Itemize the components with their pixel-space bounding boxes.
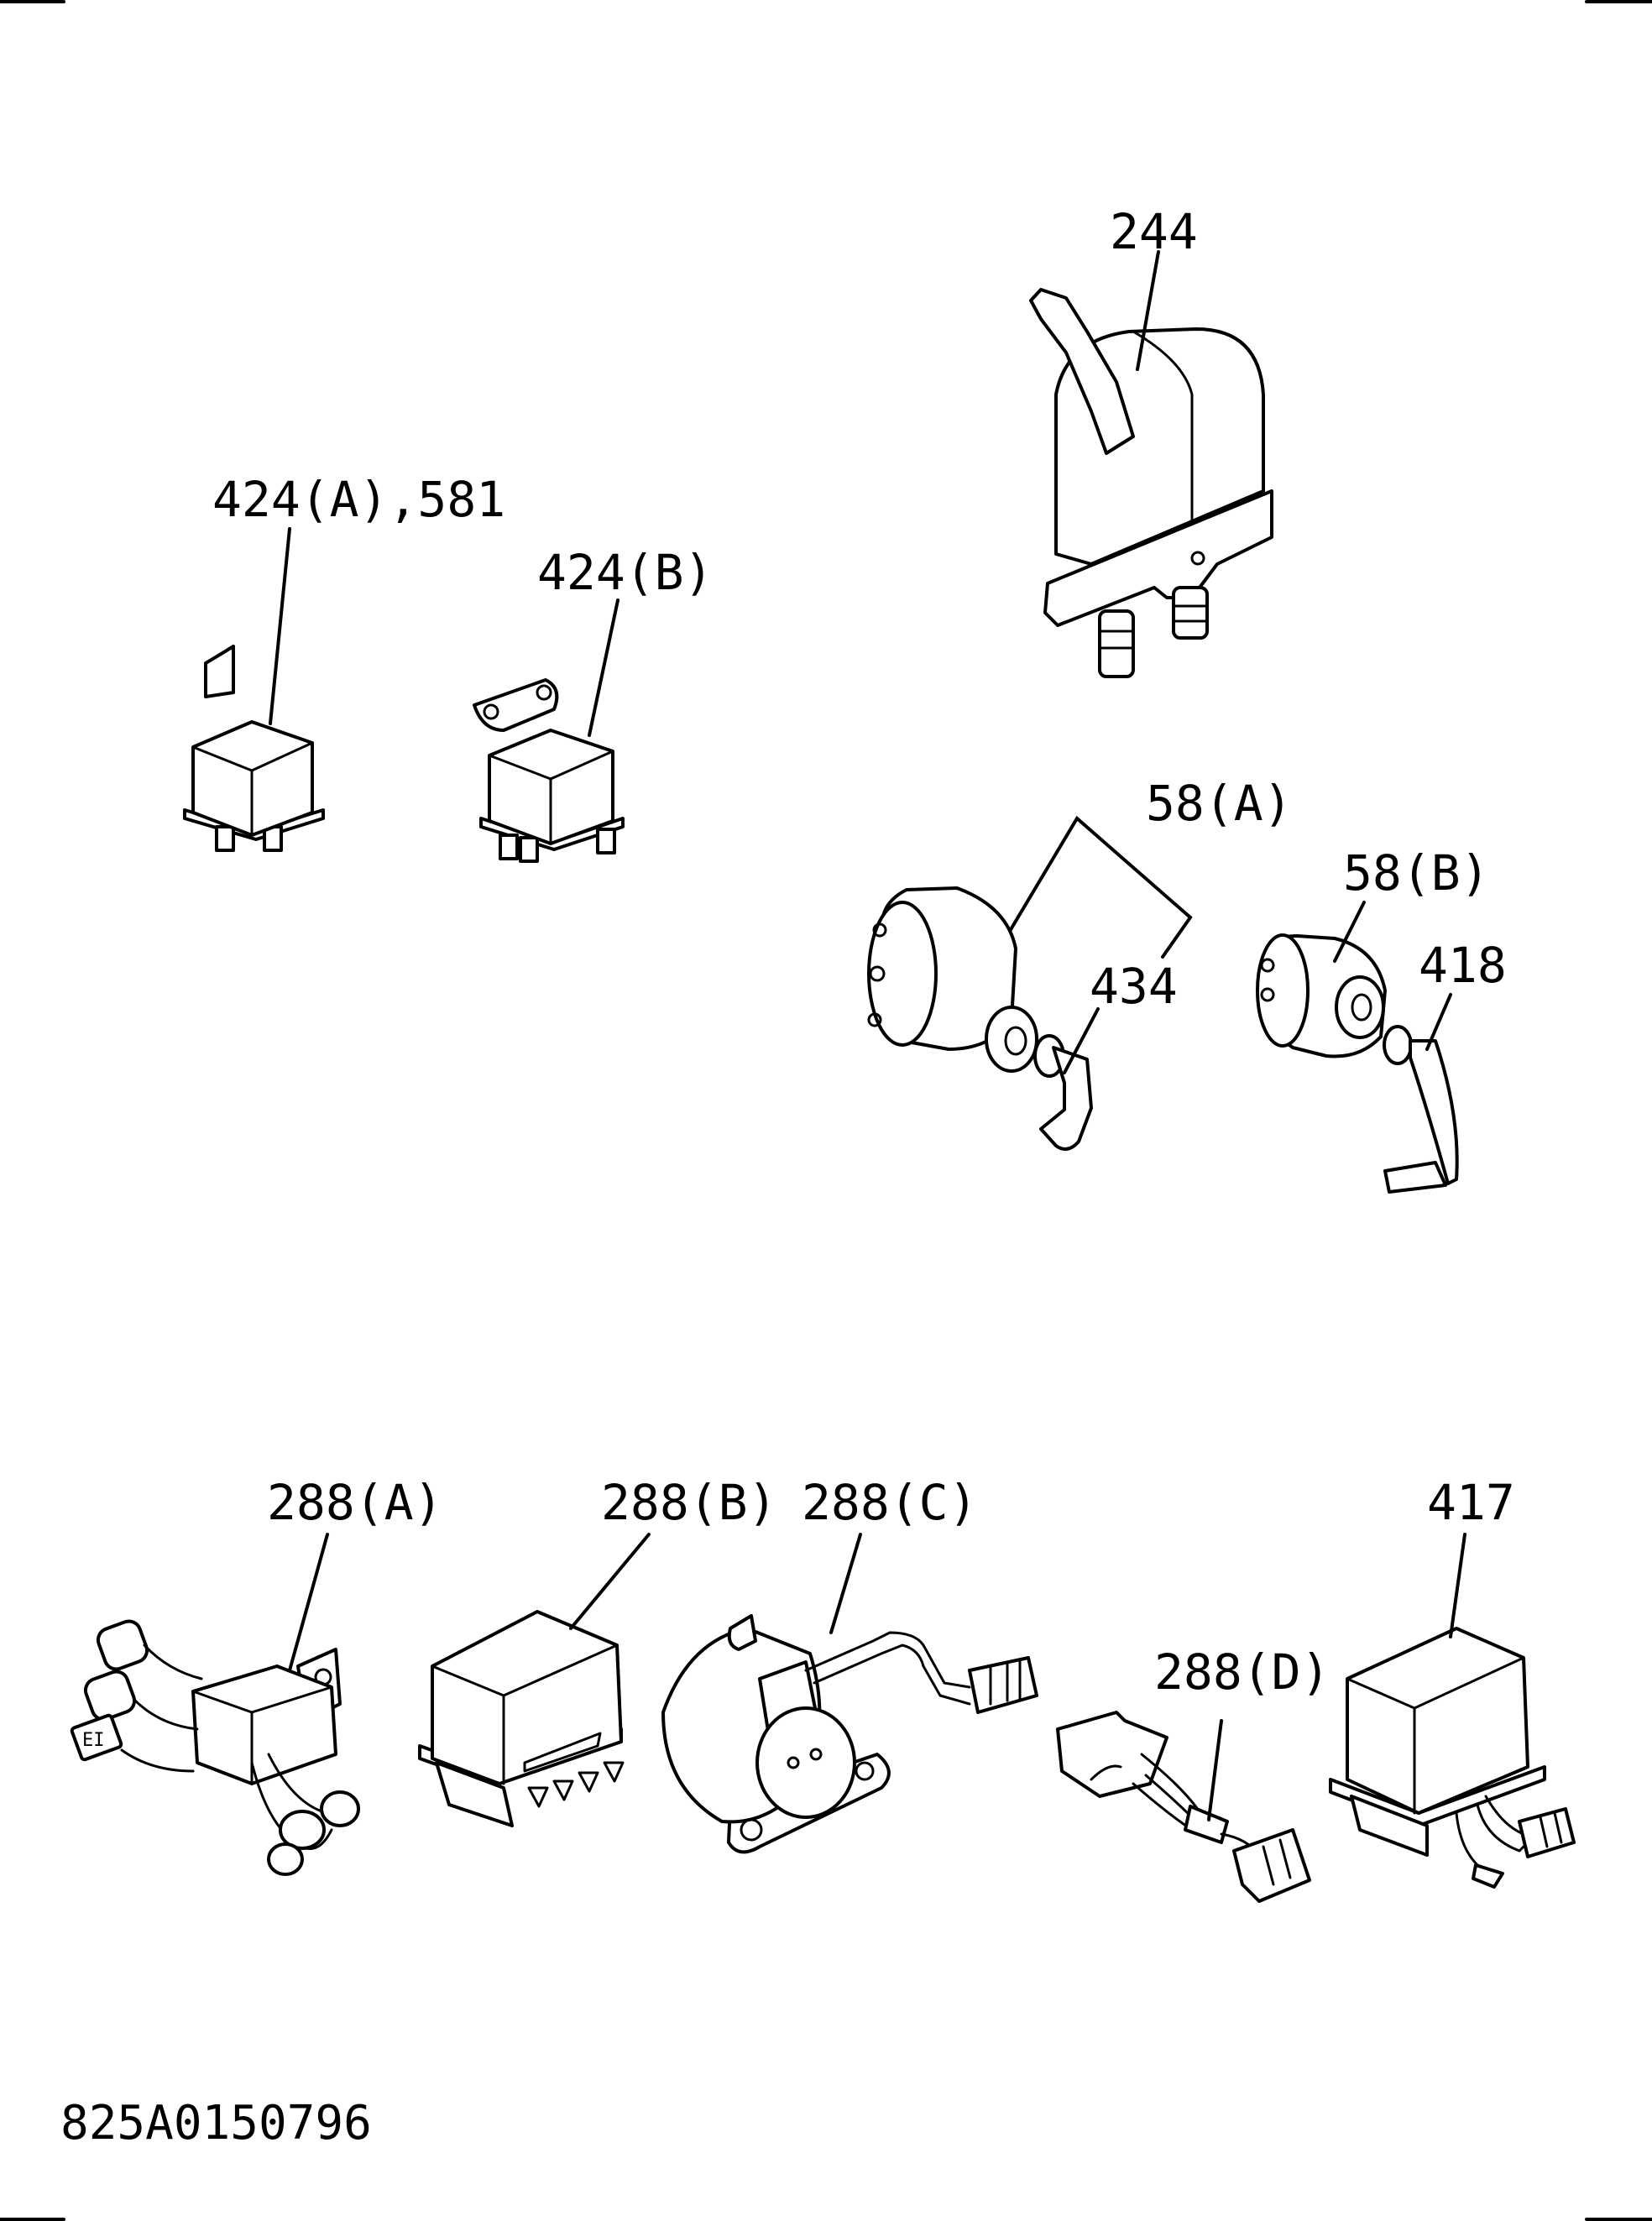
label-58a: 58(A): [1146, 775, 1293, 832]
part-424b-relay: 424(B): [473, 544, 714, 863]
part-288c-round-relay: 288(C): [661, 1474, 1038, 1854]
part-58a-starter-switch: 58(A) 434: [867, 775, 1293, 1151]
part-417-box-relay: 417: [1329, 1474, 1576, 1889]
label-288d: 288(D): [1154, 1644, 1330, 1701]
drawing-code: 825A0150796: [60, 2096, 372, 2150]
label-288b: 288(B): [601, 1474, 777, 1531]
label-434: 434: [1090, 958, 1178, 1015]
part-288d-resistor-harness: 288(D): [1056, 1644, 1330, 1903]
label-288a: 288(A): [267, 1474, 443, 1531]
label-288c: 288(C): [802, 1474, 978, 1531]
label-418: 418: [1419, 937, 1507, 994]
part-288a-harness-relay: EI 288(A): [70, 1474, 443, 1876]
svg-text:EI: EI: [82, 1730, 105, 1751]
part-288b-box-relay: 288(B): [418, 1474, 777, 1827]
label-417: 417: [1427, 1474, 1515, 1531]
label-424a-581: 424(A),581: [212, 471, 505, 528]
part-58b-key-switch: 58(B) 418: [1256, 844, 1507, 1194]
part-244-lever-switch: 244: [1029, 203, 1273, 678]
part-424a-581-relay: 424(A),581: [183, 471, 505, 852]
label-58b: 58(B): [1343, 844, 1490, 901]
label-244: 244: [1110, 203, 1198, 260]
label-424b: 424(B): [537, 544, 714, 601]
